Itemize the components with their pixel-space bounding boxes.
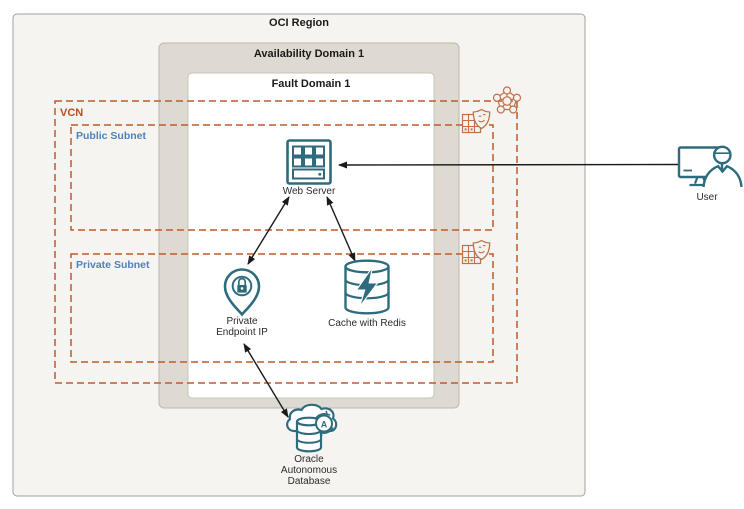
connector-user-to-web-server — [338, 161, 680, 169]
private-endpoint-pin-icon — [223, 268, 261, 317]
web-server-label: Web Server — [283, 186, 336, 197]
private-endpoint-node: Private Endpoint IP — [216, 268, 268, 338]
autonomous-db-label-line2: Autonomous — [281, 465, 337, 476]
user-label: User — [696, 192, 718, 203]
connector-web-server-to-cache — [326, 196, 356, 262]
autonomous-database-icon: A — [286, 403, 338, 453]
availability-domain-title: Availability Domain 1 — [254, 48, 364, 60]
web-server-node: Web Server — [283, 139, 336, 197]
private-endpoint-label-line1: Private — [226, 316, 258, 327]
cache-node: Cache with Redis — [328, 259, 406, 329]
vcn-router-icon — [492, 86, 522, 114]
fault-domain-box: Fault Domain 1 — [187, 72, 435, 399]
autonomous-db-label-line1: Oracle — [294, 454, 324, 465]
fault-domain-border — [187, 72, 435, 399]
web-server-icon — [286, 139, 332, 185]
connector-web-server-to-private-endpoint — [247, 196, 290, 265]
svg-text:A: A — [321, 419, 328, 429]
autonomous-db-node: A Oracle Autonomous Database — [281, 403, 338, 487]
fault-domain-title: Fault Domain 1 — [272, 78, 351, 90]
private-endpoint-label-line2: Endpoint IP — [216, 327, 268, 338]
cache-label: Cache with Redis — [328, 318, 406, 329]
oci-region-title: OCI Region — [269, 17, 329, 29]
user-workstation-icon — [677, 145, 743, 188]
user-node: User — [677, 145, 743, 203]
autonomous-db-label-line3: Database — [288, 476, 331, 487]
connector-private-endpoint-to-autonomous-db — [243, 343, 289, 418]
redis-cache-database-icon — [344, 259, 390, 315]
vcn-label: VCN — [60, 107, 83, 119]
private-subnet-label: Private Subnet — [76, 259, 150, 271]
public-subnet-label: Public Subnet — [76, 130, 147, 142]
connections — [243, 161, 680, 418]
